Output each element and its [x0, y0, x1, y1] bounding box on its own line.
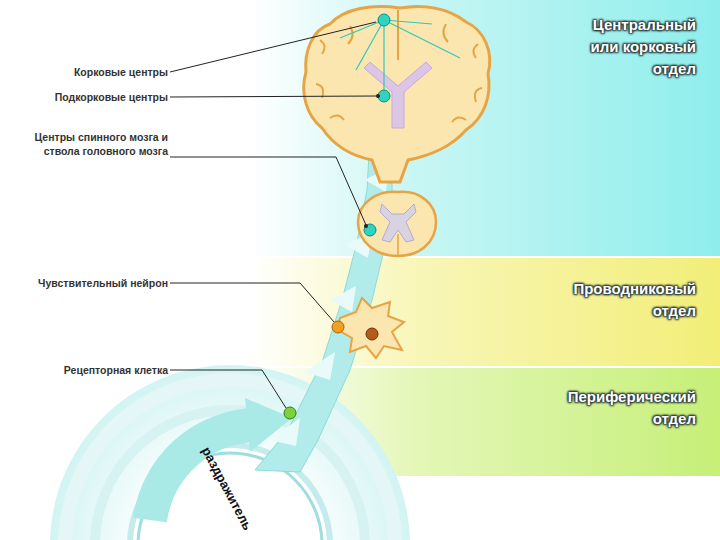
stimulus-label: раздражитель — [198, 444, 255, 533]
part-label: Корковые центры — [18, 65, 168, 79]
leader-dots — [364, 94, 380, 228]
part-label: Подкорковые центры — [18, 90, 168, 104]
leader-lines — [170, 22, 377, 408]
receptor-cell — [284, 407, 296, 419]
part-label: Центры спинного мозга и ствола головного… — [18, 130, 168, 158]
sensory-neuron — [332, 298, 404, 358]
section-title: Центральный или корковый отдел — [578, 14, 696, 80]
section-title: Проводниковый отдел — [554, 278, 696, 322]
spinal-cord-section — [358, 192, 436, 256]
stimulus-arcs — [50, 365, 410, 540]
analyzer-section-band: Проводниковый отдел — [250, 258, 720, 366]
section-title: Периферический отдел — [554, 386, 696, 430]
part-label: Чувствительный нейрон — [18, 276, 168, 290]
part-label: Рецепторная клетка — [18, 363, 168, 377]
